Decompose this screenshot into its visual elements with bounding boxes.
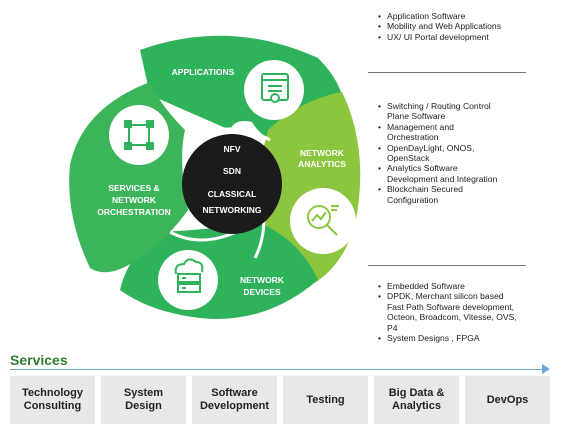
service-box-testing: Testing bbox=[283, 376, 368, 424]
analytics-magnifier-icon bbox=[307, 205, 339, 236]
arrow-right-icon bbox=[542, 364, 550, 374]
center-label-networking: NETWORKING bbox=[202, 205, 261, 215]
list-item: Analytics Software Development and Integ… bbox=[378, 163, 506, 184]
list-item: DPDK, Merchant silicon based Fast Path S… bbox=[378, 291, 518, 333]
service-label-line2: Development bbox=[199, 400, 270, 412]
applications-bullet-list: Application Software Mobility and Web Ap… bbox=[378, 11, 558, 43]
center-label-nfv: NFV bbox=[224, 144, 241, 154]
list-item: System Designs , FPGA bbox=[378, 333, 518, 344]
cloud-server-icon bbox=[174, 258, 204, 293]
devices-icon-disc bbox=[158, 250, 218, 310]
network-analytics-label-line1: NETWORK bbox=[300, 148, 345, 158]
list-item: Mobility and Web Applications bbox=[378, 21, 558, 32]
service-label-line1: DevOps bbox=[486, 393, 529, 406]
service-label-line1: Testing bbox=[306, 393, 345, 406]
orchestration-nodes-icon bbox=[124, 120, 154, 150]
service-label-line2: Design bbox=[125, 400, 162, 412]
network-devices-label-line1: NETWORK bbox=[240, 275, 285, 285]
list-item: OpenDayLight, ONOS, OpenStack bbox=[378, 143, 506, 164]
network-devices-bullet-list: Embedded Software DPDK, Merchant silicon… bbox=[378, 281, 518, 344]
divider-line bbox=[187, 127, 271, 142]
divider bbox=[368, 265, 526, 266]
list-item: UX/ UI Portal development bbox=[378, 32, 558, 43]
network-analytics-bullet-list: Switching / Routing Control Plane Softwa… bbox=[378, 101, 506, 205]
web-app-icon bbox=[261, 73, 289, 103]
services-orchestration-label-line2: NETWORK bbox=[112, 195, 157, 205]
service-box-devops: DevOps bbox=[465, 376, 550, 424]
services-orchestration-label-line3: ORCHESTRATION bbox=[97, 207, 171, 217]
divider bbox=[368, 72, 526, 73]
service-label-line1: Software bbox=[211, 387, 258, 399]
network-analytics-label-line2: ANALYTICS bbox=[298, 159, 346, 169]
divider-line bbox=[169, 230, 237, 242]
center-label-classical: CLASSICAL bbox=[208, 189, 257, 199]
service-label-line2: Consulting bbox=[23, 400, 82, 412]
list-item: Embedded Software bbox=[378, 281, 518, 292]
center-label-sdn: SDN bbox=[223, 166, 241, 176]
services-arrow-line bbox=[10, 369, 546, 370]
network-devices-label-line2: DEVICES bbox=[243, 287, 281, 297]
list-item: Blockchain Secured Configuration bbox=[378, 184, 506, 205]
center-circle bbox=[182, 134, 282, 234]
list-item: Application Software bbox=[378, 11, 558, 22]
service-label-line2: Analytics bbox=[392, 400, 441, 412]
service-label-line1: Big Data & bbox=[388, 387, 445, 399]
services-orchestration-label-line1: SERVICES & bbox=[108, 183, 159, 193]
list-item: Management and Orchestration bbox=[378, 122, 506, 143]
services-title: Services bbox=[10, 352, 68, 368]
service-cycle-diagram: NFV SDN CLASSICAL NETWORKING APPLICATION… bbox=[69, 35, 361, 319]
list-item: Switching / Routing Control Plane Softwa… bbox=[378, 101, 506, 122]
service-box-big-data-analytics: Big Data &Analytics bbox=[374, 376, 459, 424]
orchestration-icon-disc bbox=[109, 105, 169, 165]
applications-label: APPLICATIONS bbox=[172, 67, 235, 77]
service-label-line1: System bbox=[123, 387, 164, 399]
service-label-line1: Technology bbox=[22, 387, 83, 399]
analytics-icon-disc bbox=[290, 188, 356, 254]
